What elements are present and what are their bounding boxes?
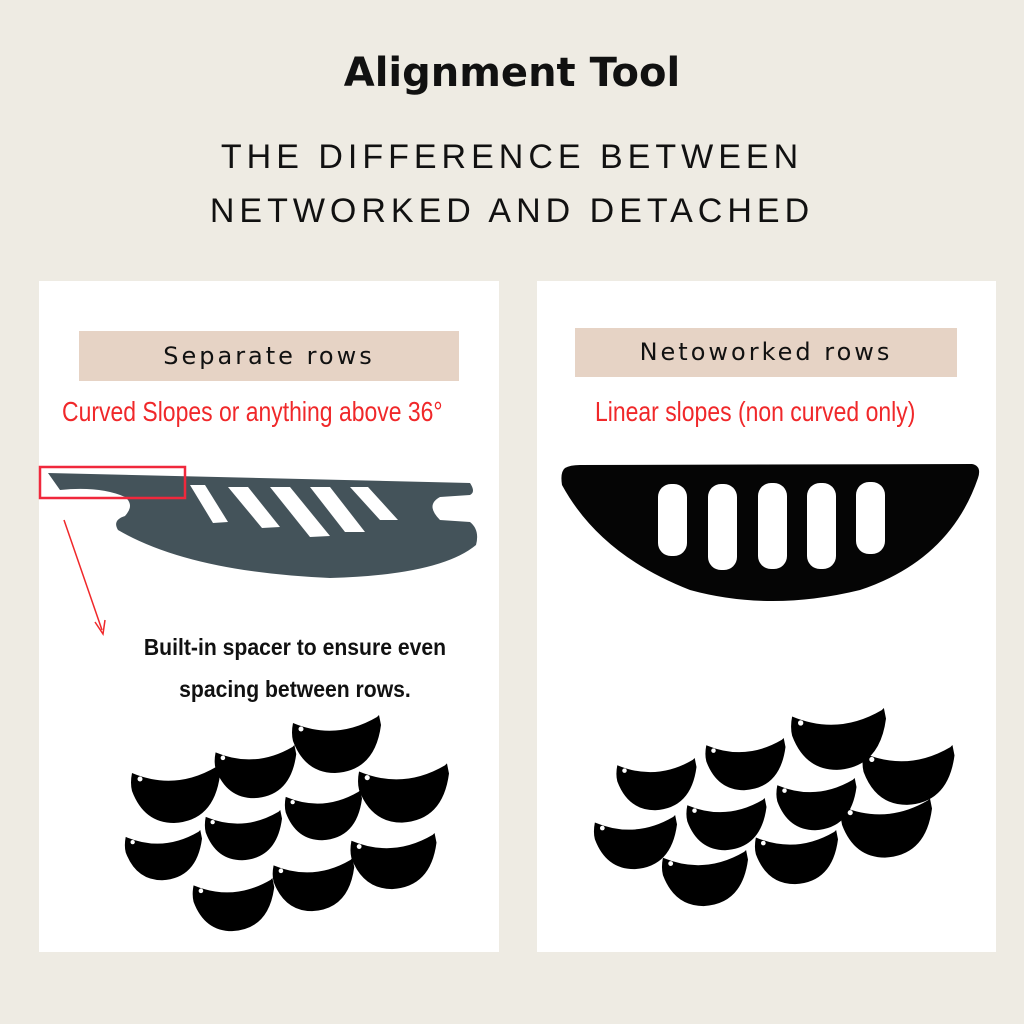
subtitle-line-2: NETWORKED AND DETACHED [209, 192, 815, 230]
angled-slots [190, 485, 398, 537]
page-title: Alignment Tool [343, 50, 681, 96]
arrow-icon [63, 519, 106, 637]
spacer-note-line-1: Built-in spacer to ensure even [143, 634, 447, 660]
networked-rows-label: Netoworked rows [575, 328, 957, 377]
networked-rows-visor-array [593, 708, 955, 907]
spacer-highlight-box [38, 465, 187, 500]
vertical-slots [658, 482, 885, 570]
linear-alignment-tool [561, 464, 980, 601]
separate-rows-condition: Curved Slopes or anything above 36° [62, 396, 443, 427]
separate-rows-label: Separate rows [79, 331, 459, 381]
page-subtitle: THE DIFFERENCE BETWEEN NETWORKED AND DET… [0, 130, 1024, 238]
subtitle-line-1: THE DIFFERENCE BETWEEN [220, 138, 804, 176]
networked-rows-condition: Linear slopes (non curved only) [595, 396, 916, 427]
spacer-note-line-2: spacing between rows. [179, 676, 411, 702]
spacer-note: Built-in spacer to ensure even spacing b… [116, 626, 475, 710]
separate-rows-visor-array [124, 715, 449, 932]
curved-alignment-tool [48, 473, 478, 578]
